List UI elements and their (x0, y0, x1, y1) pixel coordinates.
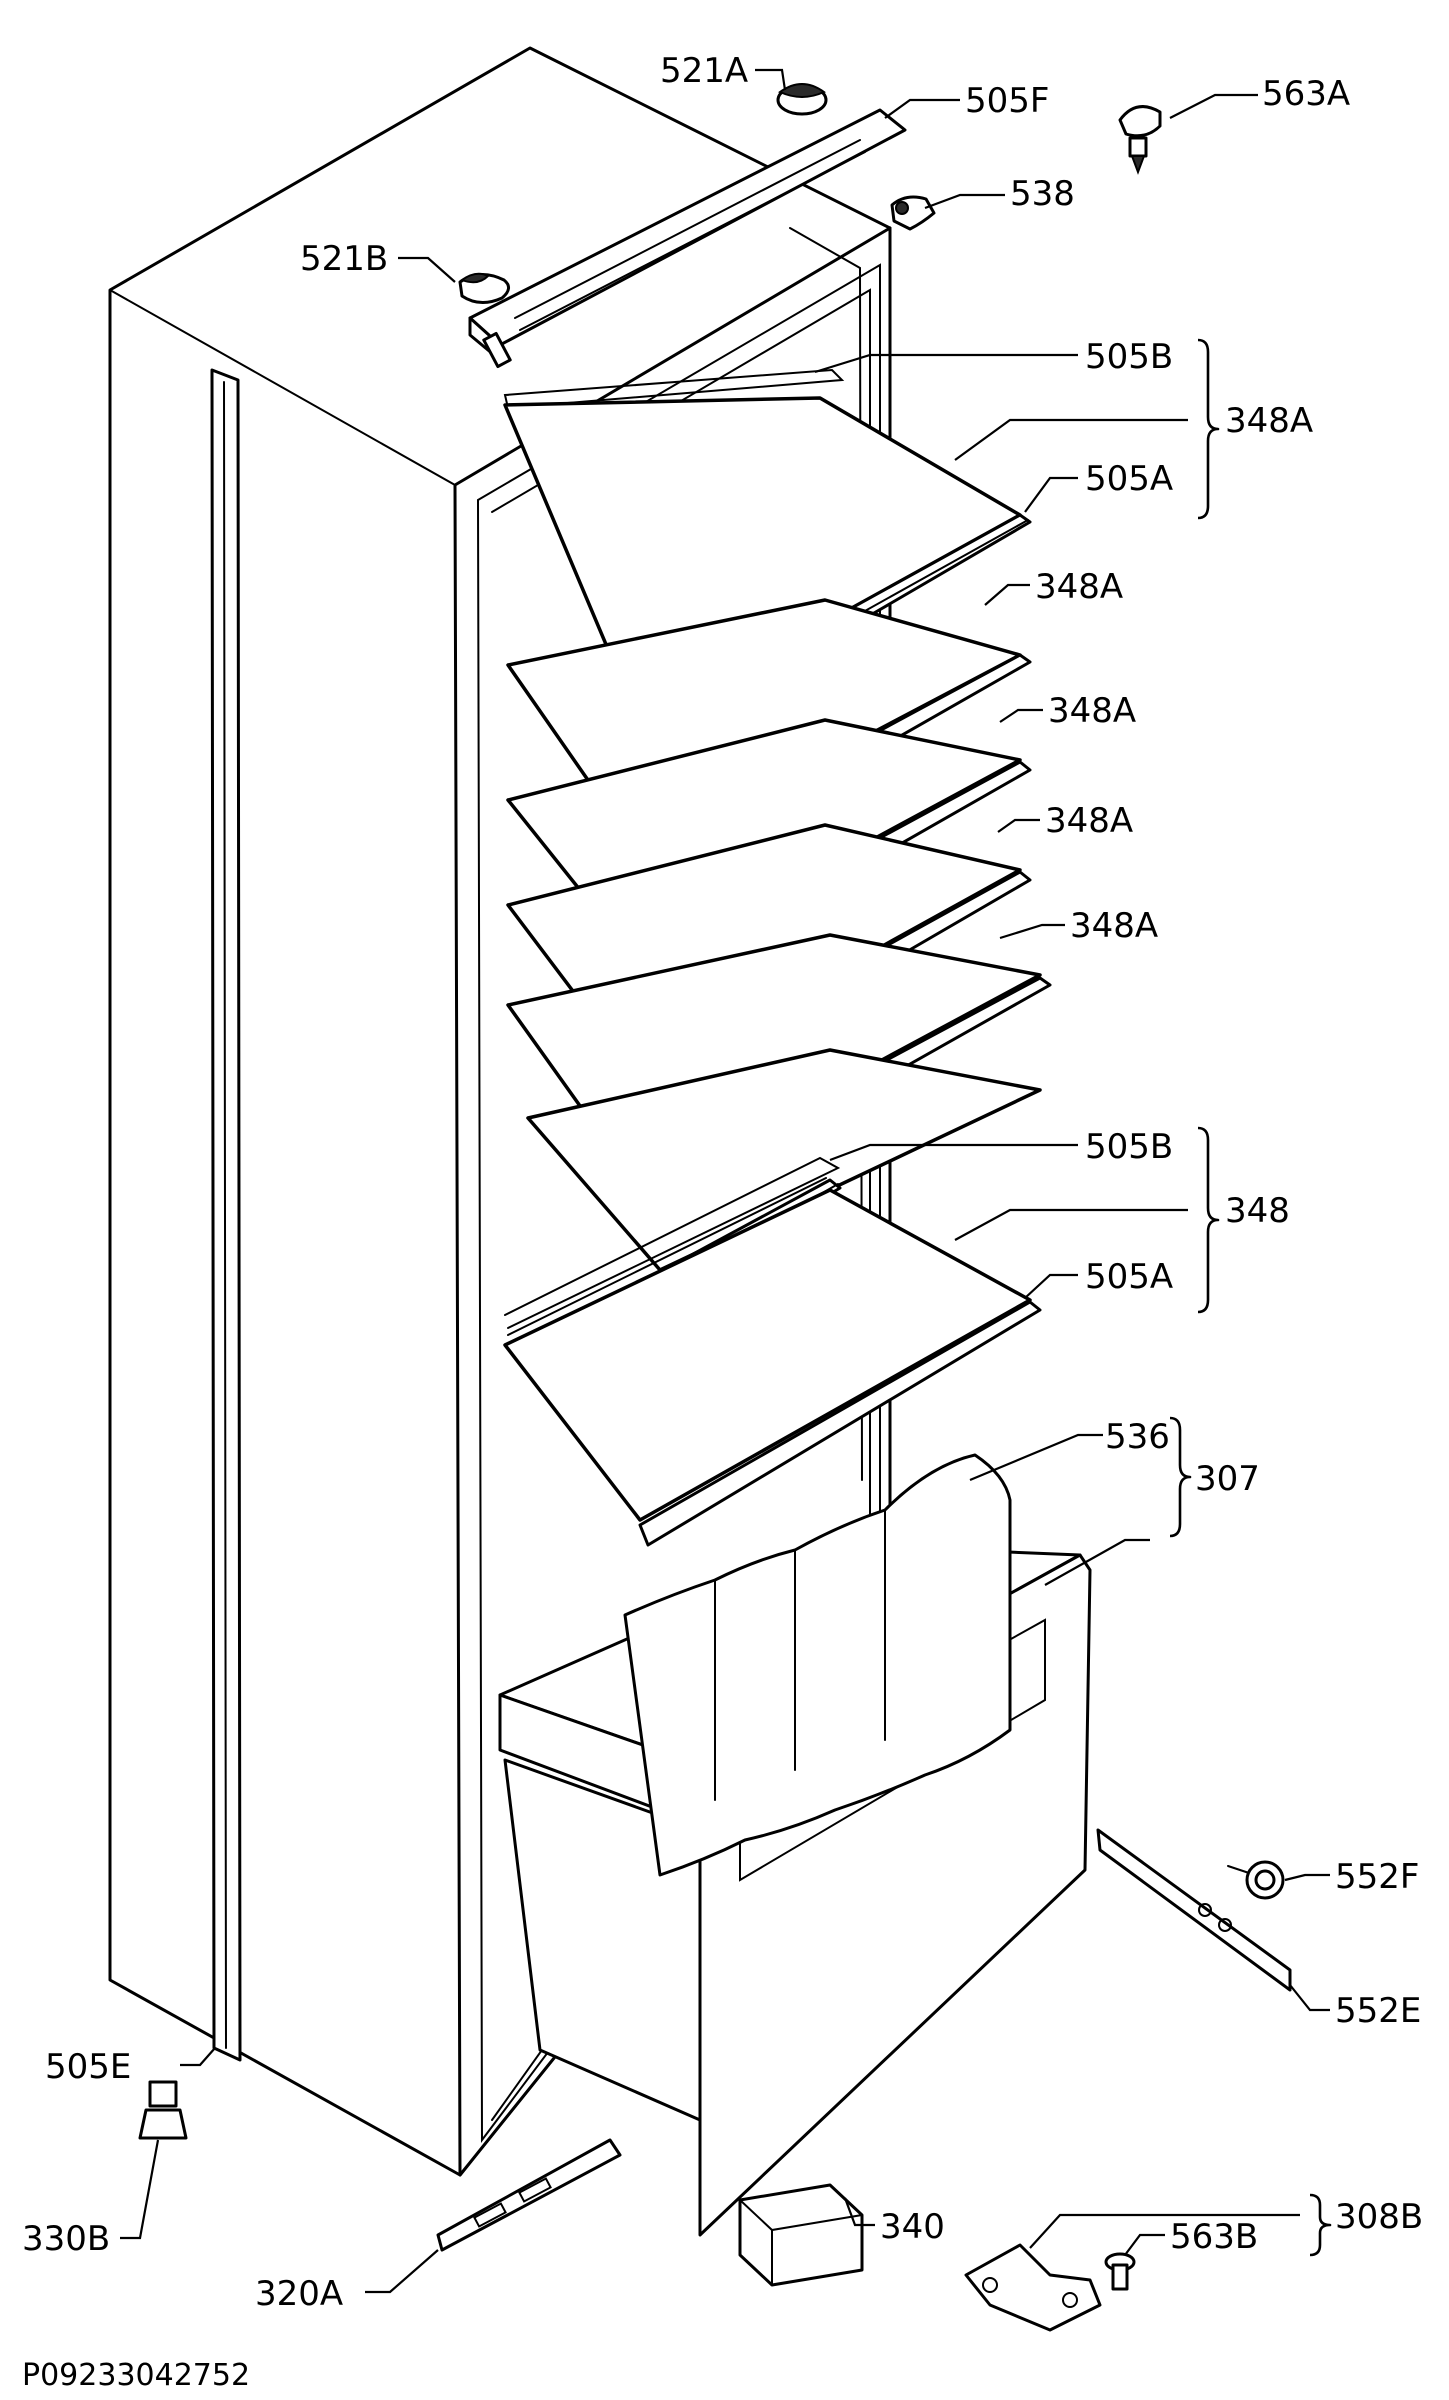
label-348a-brace: 348A (1225, 401, 1313, 441)
label-320a: 320A (255, 2274, 343, 2314)
label-340: 340 (880, 2207, 945, 2247)
label-552e: 552E (1335, 1991, 1421, 2031)
label-521b: 521B (300, 239, 388, 279)
label-552f: 552F (1335, 1857, 1419, 1897)
label-505b-top: 505B (1085, 337, 1173, 377)
label-563a: 563A (1262, 74, 1350, 114)
hinge-part-538 (890, 195, 936, 231)
label-348a-2: 348A (1048, 691, 1136, 731)
label-330b: 330B (22, 2219, 110, 2259)
kick-plate-320a (436, 2138, 622, 2252)
diagram-code: P09233042752 (22, 2358, 250, 2393)
label-348: 348 (1225, 1191, 1290, 1231)
label-348a-1: 348A (1035, 567, 1123, 607)
drawer-307 (498, 1453, 1092, 2237)
label-536: 536 (1105, 1417, 1170, 1457)
hinge-308b (964, 2243, 1102, 2332)
label-563b: 563B (1170, 2217, 1258, 2257)
label-307: 307 (1195, 1459, 1260, 1499)
drawer-rail-552e (1096, 1828, 1292, 1992)
roller-552f (1227, 1860, 1285, 1900)
label-538: 538 (1010, 174, 1075, 214)
label-308b: 308B (1335, 2197, 1423, 2237)
screw-563b (1104, 2252, 1136, 2291)
leader-lines (120, 68, 1330, 2294)
label-348a-3: 348A (1045, 801, 1133, 841)
braces (1169, 338, 1332, 2257)
glass-shelf-7 (503, 1156, 1042, 1547)
label-348a-4: 348A (1070, 906, 1158, 946)
screw-563a (1118, 105, 1162, 175)
label-505a-top: 505A (1085, 459, 1173, 499)
foot-330b (138, 2080, 188, 2140)
cap-521b (458, 272, 510, 304)
cap-521a (776, 83, 828, 116)
label-505b-mid: 505B (1085, 1127, 1173, 1167)
door-seal-505e (210, 368, 242, 2062)
label-505f: 505F (965, 81, 1049, 121)
block-340 (738, 2183, 864, 2287)
drawer-divider-536 (623, 1453, 1012, 1877)
label-505e: 505E (45, 2047, 131, 2087)
label-505a-mid: 505A (1085, 1257, 1173, 1297)
label-521a: 521A (660, 51, 748, 91)
top-hinge-505f (468, 108, 907, 369)
part-labels: 521A 505F 563A 538 521B 505B 348A 505A 3… (22, 51, 1423, 2393)
